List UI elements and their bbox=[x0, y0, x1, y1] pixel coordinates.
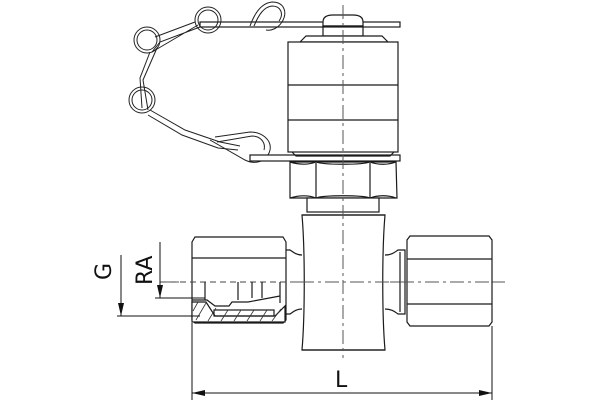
union-nut-left bbox=[160, 236, 290, 324]
chain-top-tab bbox=[199, 21, 401, 28]
label-RA: RA bbox=[133, 256, 158, 285]
retaining-chain bbox=[128, 1, 401, 163]
union-nut-right bbox=[406, 235, 493, 327]
dimension-G bbox=[117, 255, 200, 317]
dimension-RA bbox=[155, 242, 205, 299]
label-G: G bbox=[92, 263, 117, 280]
dimension-L bbox=[191, 323, 493, 400]
section-hatch bbox=[192, 301, 282, 322]
label-L: L bbox=[335, 368, 348, 393]
chain-bottom-tab bbox=[249, 154, 401, 162]
